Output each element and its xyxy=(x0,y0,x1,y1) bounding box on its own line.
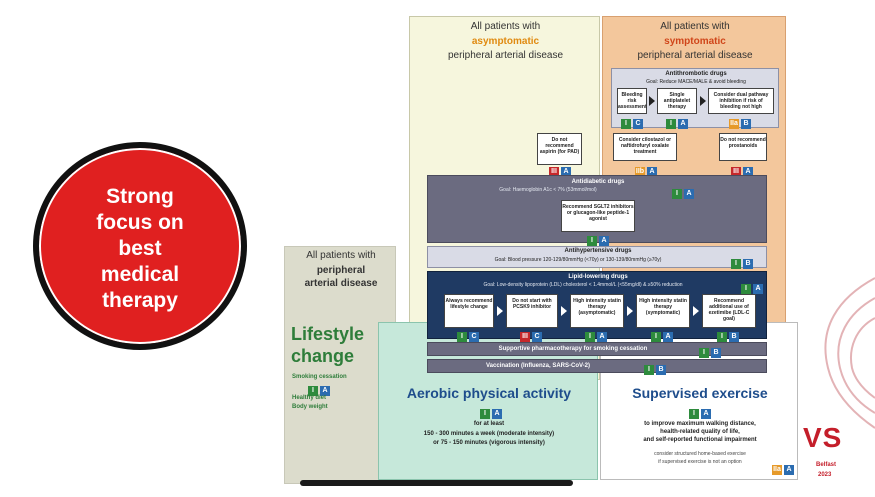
lipid-step-1: Always recommend lifestyle change xyxy=(444,294,494,328)
body-weight-label: Body weight xyxy=(292,404,328,410)
asym-line1: All patients with xyxy=(470,21,541,32)
prostanoids-box: Do not recommend prostanoids xyxy=(719,133,767,161)
antidiabetic-bar: Antidiabetic drugs Goal: Haemoglobin A1c… xyxy=(427,175,767,246)
no-aspirin-box: Do not recommend aspirin (for PAD) xyxy=(537,133,582,165)
lipid-step-5: Recommend additional use of ezetimibe (L… xyxy=(702,294,756,328)
lipid-arrow-2 xyxy=(561,306,567,316)
supervised-line3: and self-reported functional impairment xyxy=(643,437,757,443)
sym-line1: All patients with xyxy=(660,21,730,32)
lipid-step-3: High intensity statin therapy (asymptoma… xyxy=(570,294,624,328)
asym-line3: peripheral arterial disease xyxy=(447,50,564,61)
sym-line3: peripheral arterial disease xyxy=(637,50,753,61)
lipid-bar: Lipid-lowering drugs Goal: Low-density l… xyxy=(427,271,767,342)
lipid-step-2: Do not start with PCSK9 inhibitor xyxy=(506,294,558,328)
conference-logo-year: 2023 xyxy=(818,472,832,478)
lipid-title: Lipid-lowering drugs xyxy=(568,274,628,280)
antihypertensive-bar: Antihypertensive drugs Goal: Blood press… xyxy=(427,246,767,269)
antidiabetic-goal: Goal: Haemoglobin A1c < 7% (53mmol/mol) xyxy=(499,187,597,193)
healthy-diet-label: Healthy diet xyxy=(292,395,327,401)
supervised-title: Supervised exercise xyxy=(632,385,768,401)
smoking-pharma-bar: Supportive pharmacotherapy for smoking c… xyxy=(427,342,767,358)
smoking-pharma-label: Supportive pharmacotherapy for smoking c… xyxy=(498,346,648,352)
lipid-arrow-4 xyxy=(693,306,699,316)
lifestyle-title: Lifestyle change xyxy=(291,324,365,366)
lipid-arrow-1 xyxy=(497,306,503,316)
aerobic-title: Aerobic physical activity xyxy=(406,385,572,401)
horizontal-scrollbar[interactable] xyxy=(300,480,573,486)
peripheral-header-line1: All patients with xyxy=(306,250,376,261)
vaccination-label: Vaccination (Influenza, SARS-CoV-2) xyxy=(485,363,590,369)
peripheral-header-bold: peripheral xyxy=(316,265,366,276)
antihypertensive-title: Antihypertensive drugs xyxy=(564,248,632,254)
focus-badge-text: Strong focus on best medical therapy xyxy=(96,185,184,312)
supervised-line2: health-related quality of life, xyxy=(660,429,740,435)
smoking-cessation-label: Smoking cessation xyxy=(292,374,347,380)
supervised-note1: consider structured home-based exercise xyxy=(654,451,746,457)
focus-badge: Strong focus on best medical therapy xyxy=(33,142,247,350)
cilostazol-box: Consider cilostazol or naftidrofuryl oxa… xyxy=(613,133,677,161)
conference-logo-swirl xyxy=(824,277,875,429)
conference-logo-letters: VS xyxy=(803,422,843,453)
aerobic-line2: or 75 - 150 minutes (vigorous intensity) xyxy=(433,440,545,446)
antithrombotic-title: Antithrombotic drugs xyxy=(665,71,727,77)
dual-pathway-box: Consider dual pathway inhibition if risk… xyxy=(708,88,774,114)
peripheral-panel: All patients with peripheral arterial di… xyxy=(284,246,396,484)
supervised-line1: to improve maximum walking distance, xyxy=(644,421,756,427)
single-antiplatelet-box: Single antiplatelet therapy xyxy=(657,88,697,114)
peripheral-header-line3: arterial disease xyxy=(304,278,378,289)
aerobic-line1: 150 - 300 minutes a week (moderate inten… xyxy=(423,431,555,437)
flow-arrow-2 xyxy=(700,96,706,106)
lipid-step-4: High intensity statin therapy (symptomat… xyxy=(636,294,690,328)
sglt2-box: Recommend SGLT2 inhibitors or glucagon-l… xyxy=(561,200,635,232)
antidiabetic-title: Antidiabetic drugs xyxy=(571,179,625,185)
conference-logo-city: Belfast xyxy=(816,462,837,468)
antihypertensive-goal: Goal: Blood pressure 120-129/80mmHg (<70… xyxy=(494,257,662,263)
antithrombotic-goal: Goal: Reduce MACE/MALE & avoid bleeding xyxy=(646,79,746,85)
asym-keyword: asymptomatic xyxy=(471,36,540,47)
flow-arrow-1 xyxy=(649,96,655,106)
lipid-goal: Goal: Low-density lipoprotein (LDL) chol… xyxy=(483,282,683,288)
bleeding-risk-box: Bleeding risk assessment xyxy=(617,88,647,114)
sym-keyword: symptomatic xyxy=(664,36,726,47)
antithrombotic-block: Antithrombotic drugs Goal: Reduce MACE/M… xyxy=(611,68,779,129)
supervised-note2: if supervised exercise is not an option xyxy=(658,459,742,465)
aerobic-at-least: for at least xyxy=(473,421,505,427)
lipid-arrow-3 xyxy=(627,306,633,316)
